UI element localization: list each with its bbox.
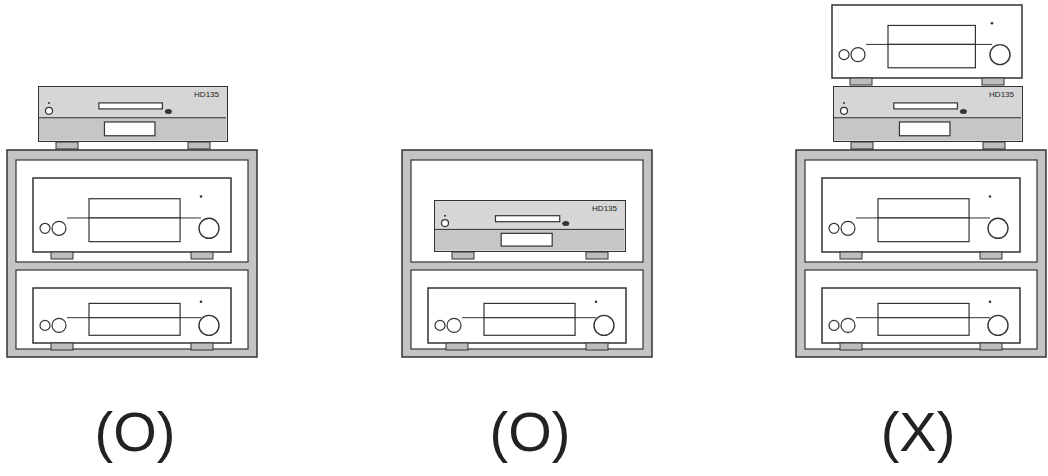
verdict-mark: (O) — [490, 404, 571, 460]
device-foot — [840, 343, 862, 350]
device-foot — [850, 78, 872, 85]
disc-player: HD135 — [38, 86, 228, 142]
model-label: HD135 — [592, 205, 617, 213]
device-foot — [446, 343, 468, 350]
device-foot — [452, 252, 474, 259]
rack-cabinet — [796, 150, 1046, 357]
device-foot — [56, 142, 78, 149]
disc-player: HD135 — [434, 200, 626, 252]
device-foot — [840, 252, 862, 259]
model-label: HD135 — [194, 91, 219, 99]
verdict-mark: (X) — [881, 404, 956, 460]
device-foot — [983, 142, 1005, 149]
device-foot — [586, 343, 608, 350]
device-foot — [980, 343, 1002, 350]
rack-cabinet — [7, 150, 257, 357]
receiver-unit — [428, 288, 626, 343]
receiver-unit — [822, 288, 1020, 343]
device-foot — [51, 343, 73, 350]
device-foot — [586, 252, 608, 259]
receiver-unit — [33, 178, 231, 252]
device-foot — [980, 252, 1002, 259]
receiver-unit — [33, 288, 231, 343]
device-foot — [188, 142, 210, 149]
model-label: HD135 — [989, 91, 1014, 99]
device-foot — [982, 78, 1004, 85]
disc-player: HD135 — [833, 86, 1023, 142]
rack-cabinet — [402, 150, 652, 357]
receiver-unit — [832, 5, 1022, 78]
receiver-unit — [822, 178, 1020, 252]
device-foot — [51, 252, 73, 259]
device-foot — [851, 142, 873, 149]
device-foot — [191, 252, 213, 259]
verdict-mark: (O) — [95, 404, 176, 460]
device-foot — [191, 343, 213, 350]
